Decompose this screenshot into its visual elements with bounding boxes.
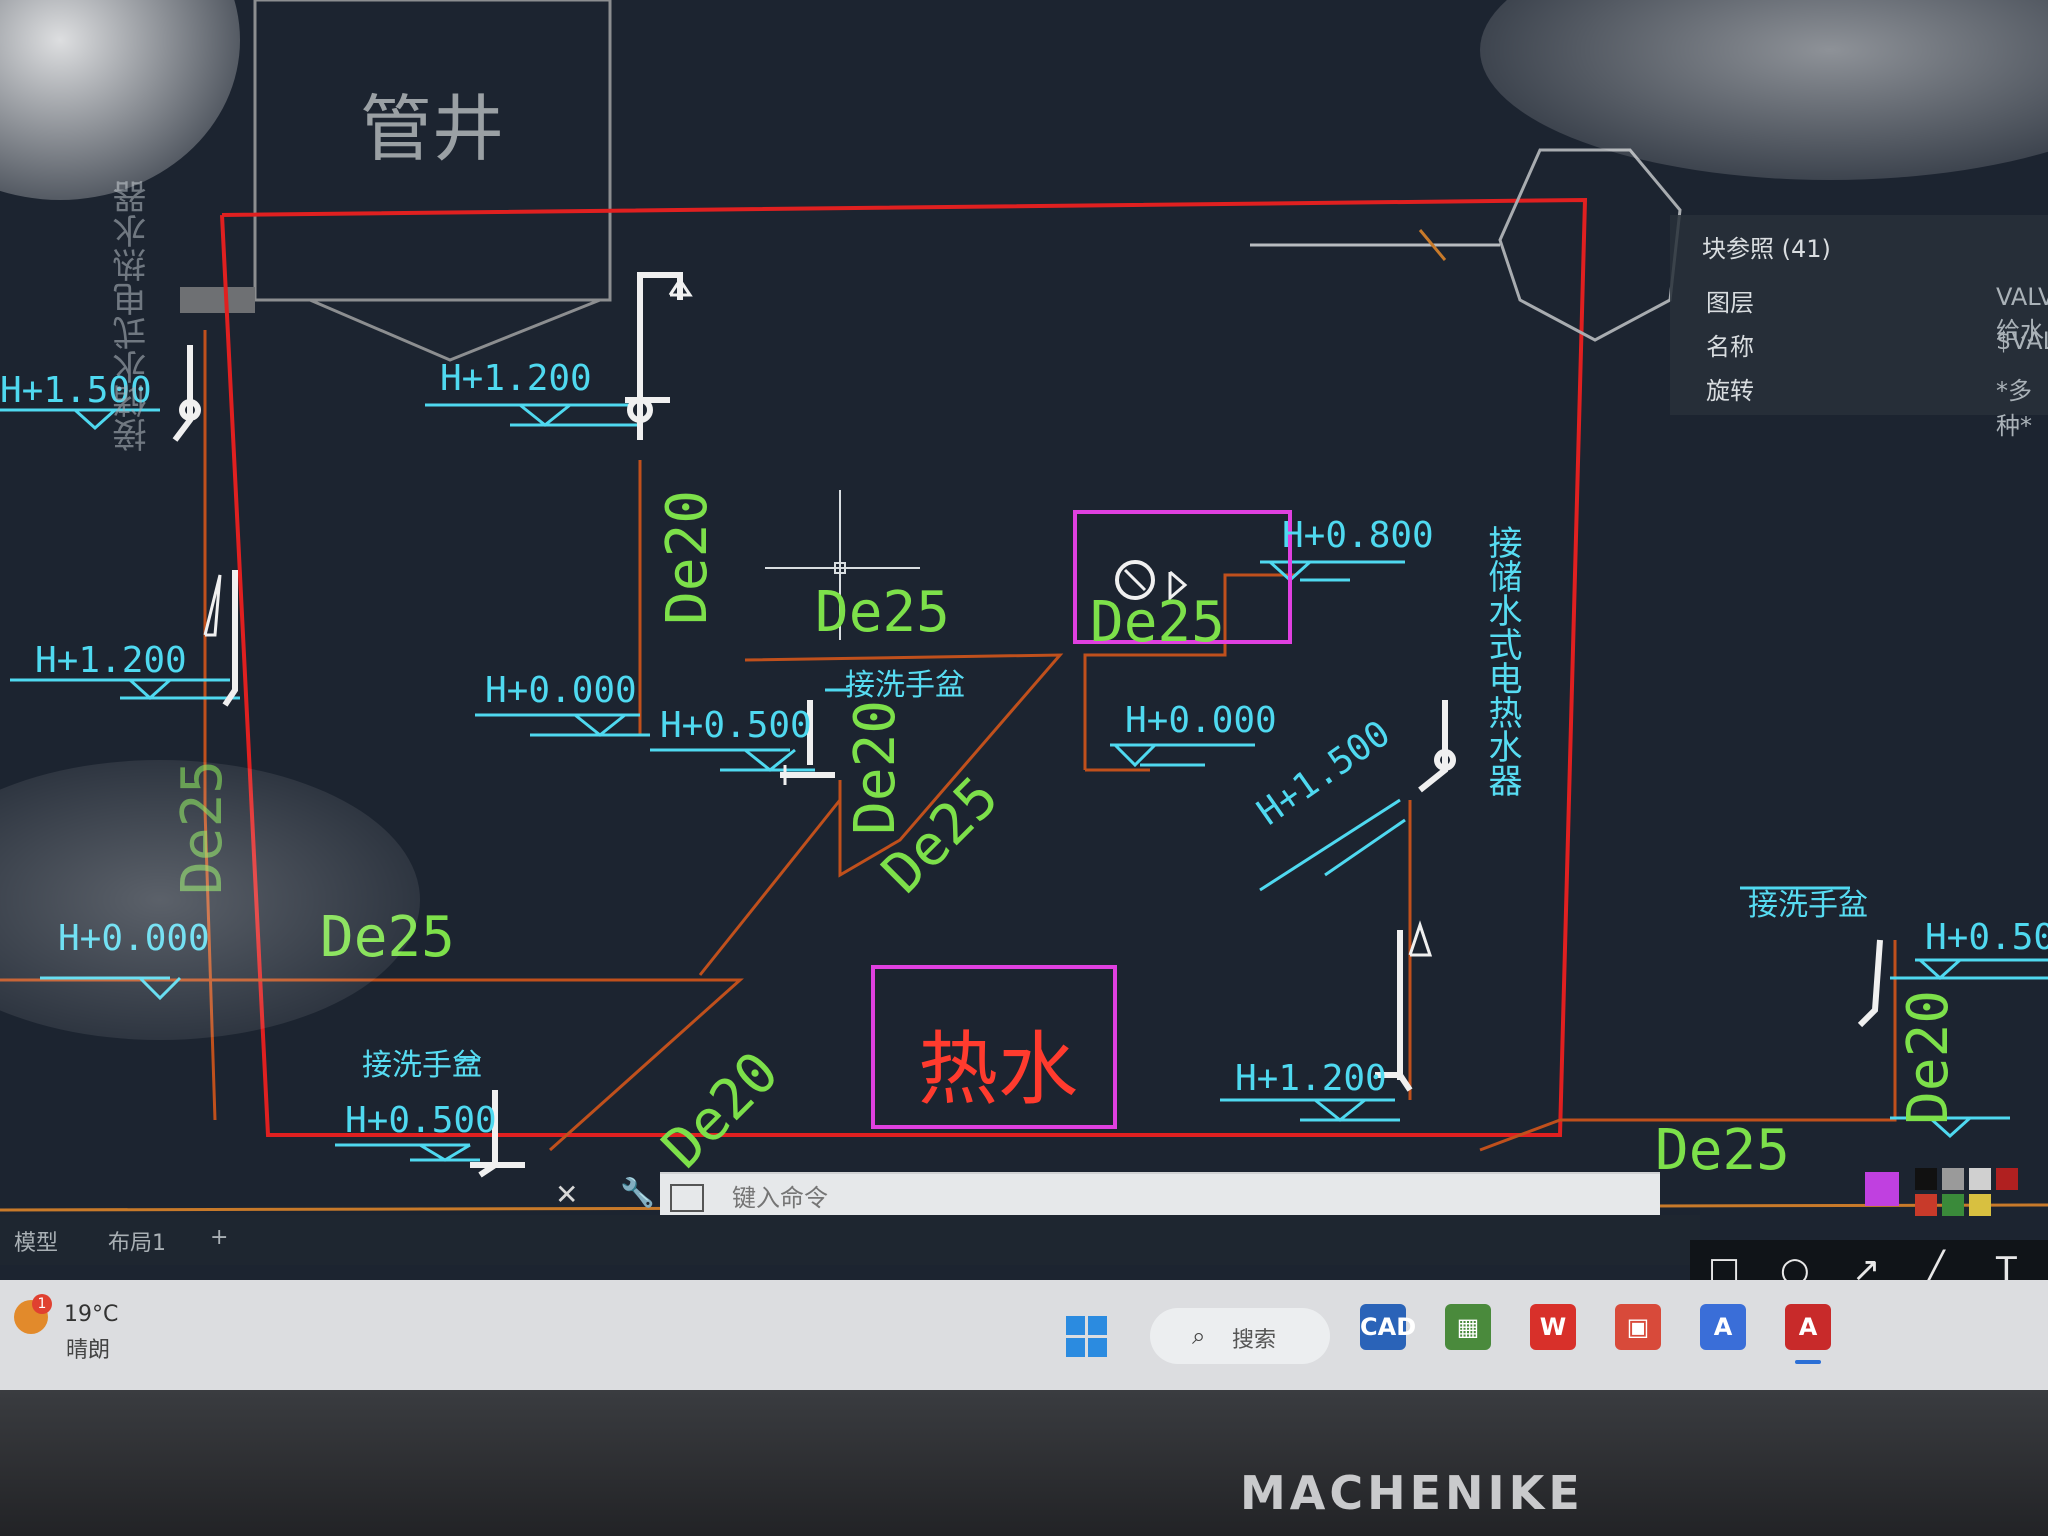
pipe-size-label: De20	[655, 490, 720, 625]
color-swatch[interactable]	[1942, 1168, 1964, 1190]
command-line	[660, 1172, 1660, 1222]
taskbar-search[interactable]: ⌕ 搜索	[1150, 1308, 1330, 1364]
property-label: 名称	[1706, 333, 1754, 361]
color-swatch[interactable]	[1865, 1172, 1899, 1206]
valve-block	[1073, 510, 1292, 644]
pipe-size-label: De25	[815, 580, 950, 645]
pipe-size-label: De25	[1655, 1118, 1790, 1183]
properties-panel[interactable]: 块参照 (41) 图层 VALVE_给水 名称 $VALVE$ 旋转 *多种*	[1670, 215, 2048, 440]
elevation-label: H+0.000	[58, 918, 210, 959]
property-value: VALVE_给水	[1996, 283, 2048, 345]
fixture-label: 接洗手盆	[1748, 888, 1868, 923]
elevation-label: H+1.500	[0, 370, 152, 411]
column-outline	[1498, 148, 1682, 342]
command-customize-icon[interactable]: 🔧	[620, 1176, 655, 1209]
heater-label: 接储水式电热水器	[1482, 525, 1522, 797]
pipe-size-label: De25	[1090, 590, 1225, 655]
property-row-layer[interactable]: 图层 VALVE_给水	[1706, 283, 2048, 345]
fixture-label: 接洗手盆	[362, 1048, 482, 1083]
wps-app-icon[interactable]: W	[1530, 1304, 1576, 1350]
windows-logo-icon	[1066, 1316, 1085, 1335]
elevation-label: H+0.500	[345, 1100, 497, 1141]
property-row-rotation[interactable]: 旋转 *多种*	[1706, 371, 2046, 440]
heater-label: 接储水式电热水器	[113, 180, 153, 452]
weather-temperature[interactable]: 19°C	[64, 1302, 119, 1327]
property-row-name[interactable]: 名称 $VALVE$	[1706, 327, 2048, 362]
pipe-size-label: De25	[170, 760, 235, 895]
command-close-icon[interactable]: ✕	[555, 1178, 579, 1211]
command-input[interactable]	[730, 1180, 1634, 1216]
property-value: $VALVE$	[1996, 327, 2048, 355]
property-label: 图层	[1706, 289, 1754, 317]
search-label: 搜索	[1232, 1328, 1277, 1353]
pipe-size-label: De25	[320, 905, 455, 970]
tab-layout1[interactable]: 布局1	[108, 1231, 166, 1256]
autocad-app-icon[interactable]: A	[1785, 1304, 1831, 1364]
elevation-label: H+0.500	[660, 705, 812, 746]
elevation-label: H+1.200	[1235, 1058, 1387, 1099]
hot-water-box	[871, 965, 1117, 1129]
autodesk-app-icon[interactable]: A	[1700, 1304, 1746, 1350]
tab-model[interactable]: 模型	[14, 1231, 59, 1256]
elevation-label: H+1.200	[35, 640, 187, 681]
color-swatch[interactable]	[1996, 1168, 2018, 1190]
room-boundary	[220, 197, 1588, 1137]
elevation-label: H+0.000	[1125, 700, 1277, 741]
taskbar: 1 19°C 晴朗 ⌕ 搜索 CAD ▦ W ▣ A A	[0, 1280, 2048, 1390]
color-swatch[interactable]	[1969, 1194, 1991, 1216]
properties-title: 块参照 (41)	[1702, 235, 1831, 263]
monitor-screen: 管井 热水 H+1.500 H+1.200 H+1.200 H+0.000 H+…	[0, 0, 2048, 1390]
color-swatch[interactable]	[1915, 1168, 1937, 1190]
command-history-icon[interactable]	[670, 1184, 704, 1212]
property-label: 旋转	[1706, 377, 1754, 405]
cad-crosshair	[765, 490, 920, 640]
fixture-label: 接洗手盆	[845, 668, 965, 703]
shaft-label: 管井	[360, 87, 505, 171]
pipe-size-label: De20	[843, 700, 908, 835]
cad-app-icon[interactable]: CAD	[1360, 1304, 1416, 1350]
elevation-label: H+0.500	[1925, 917, 2048, 958]
hot-water-label: 热水	[918, 1023, 1078, 1116]
weather-badge: 1	[32, 1294, 52, 1314]
shaft-outline	[180, 0, 612, 362]
elevation-label: H+0.800	[1282, 515, 1434, 556]
color-swatch[interactable]	[1969, 1168, 1991, 1190]
elevation-label: H+0.000	[485, 670, 637, 711]
layout-tab-bar: 模型 布局1 +	[0, 1215, 1700, 1265]
property-value: *多种*	[1996, 377, 2032, 440]
office-app-icon[interactable]: ▣	[1615, 1304, 1661, 1350]
start-button[interactable]	[1066, 1316, 1108, 1358]
archive-app-icon[interactable]: ▦	[1445, 1304, 1491, 1350]
add-layout-button[interactable]: +	[210, 1225, 229, 1250]
monitor-bezel: MACHENIKE	[0, 1390, 2048, 1536]
pipe-size-label: De20	[1896, 990, 1961, 1125]
monitor-brand-logo: MACHENIKE	[1240, 1466, 1584, 1520]
fixture-symbols	[172, 272, 1883, 1178]
color-swatch[interactable]	[1915, 1194, 1937, 1216]
search-icon: ⌕	[1192, 1322, 1206, 1350]
color-swatch[interactable]	[1942, 1194, 1964, 1216]
weather-description[interactable]: 晴朗	[66, 1338, 111, 1363]
elevation-label: H+1.200	[440, 358, 592, 399]
elevation-markers	[0, 403, 2048, 1162]
